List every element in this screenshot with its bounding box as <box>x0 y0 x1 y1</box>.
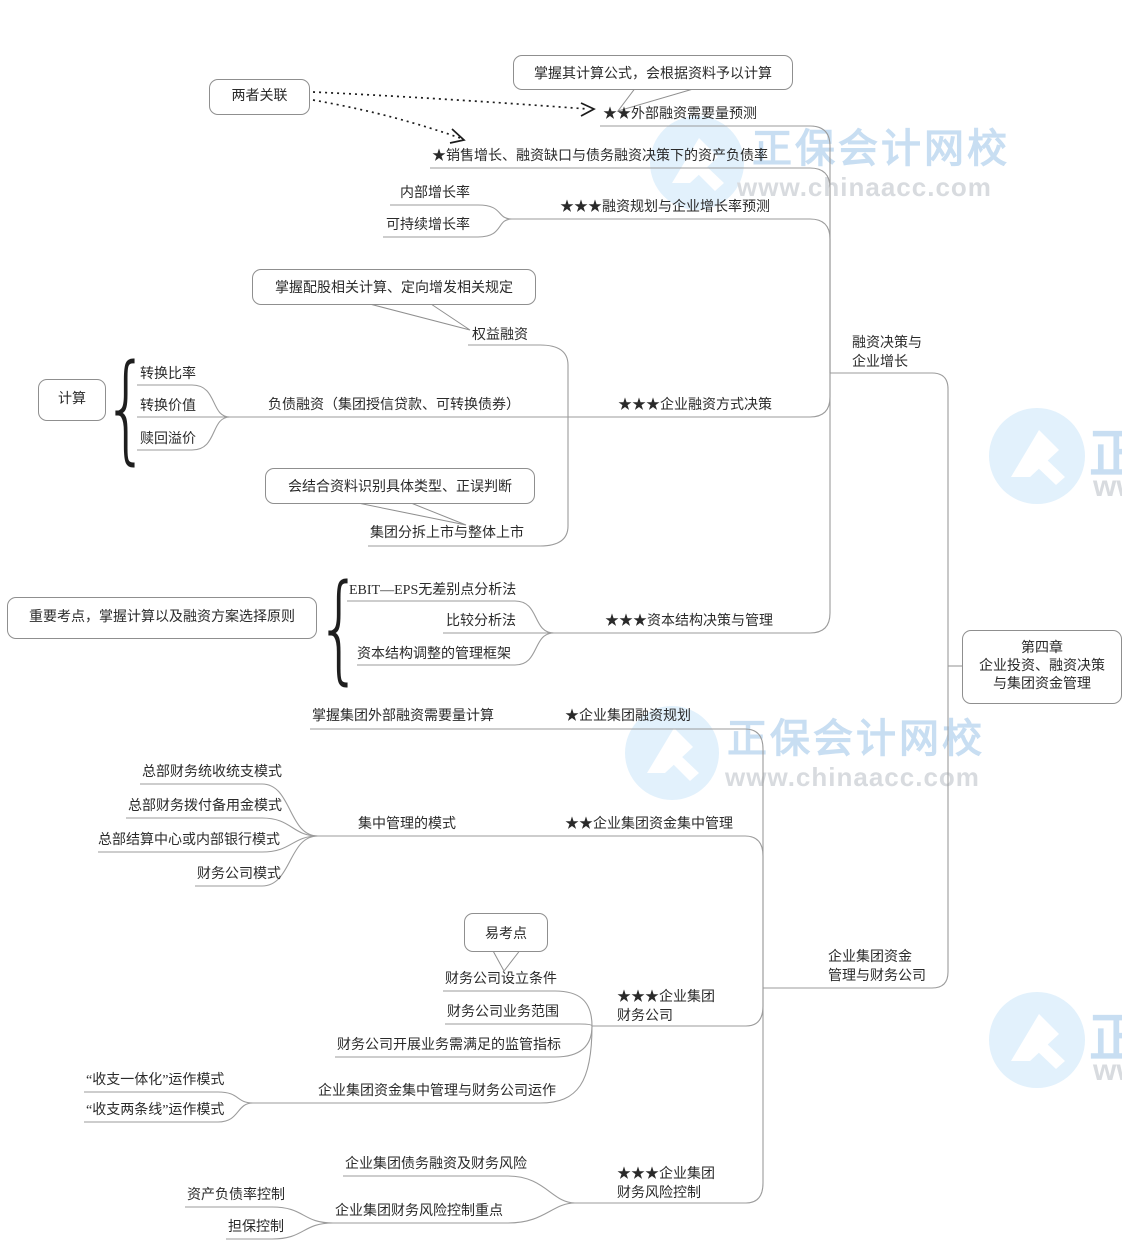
callout-formula[interactable]: 掌握其计算公式，会根据资料予以计算 <box>513 55 793 90</box>
topic-conversion-ratio[interactable]: 转换比率 <box>140 367 196 382</box>
watermark-brand: 正保会计网校 <box>752 127 1010 171</box>
topic-internal-growth-rate[interactable]: 内部增长率 <box>400 186 470 201</box>
root-topic[interactable]: 第四章 企业投资、融资决策 与集团资金管理 <box>962 630 1122 704</box>
topic-mode-finance-company[interactable]: 财务公司模式 <box>197 867 281 882</box>
topic-risk-control-key-points[interactable]: 企业集团财务风险控制重点 <box>335 1204 503 1219</box>
arrowhead-icon <box>449 128 466 144</box>
topic-finco-setup-conditions[interactable]: 财务公司设立条件 <box>445 972 557 987</box>
topic-finco-business-scope[interactable]: 财务公司业务范围 <box>447 1005 559 1020</box>
topic-debt-financing[interactable]: 负债融资（集团授信贷款、可转换债券） <box>268 398 520 413</box>
topic-financing-planning-forecast[interactable]: ★★★融资规划与企业增长率预测 <box>560 200 770 215</box>
watermark-text: 正保会计网校 www.chinaacc.com 正保会计网校 www.china… <box>724 127 1122 1087</box>
topic-fund-mgmt-finco-operation[interactable]: 企业集团资金集中管理与财务公司运作 <box>318 1084 556 1099</box>
topic-group-financing-plan[interactable]: ★企业集团融资规划 <box>565 709 691 724</box>
watermark-brand: 正保会计网校 <box>1089 1010 1122 1068</box>
topic-external-financing-forecast[interactable]: ★★外部融资需要量预测 <box>603 107 757 122</box>
topic-mode-settlement-center[interactable]: 总部结算中心或内部银行模式 <box>98 833 280 848</box>
topic-sustainable-growth-rate[interactable]: 可持续增长率 <box>386 218 470 233</box>
topic-two-line-payment-mode[interactable]: “收支两条线”运作模式 <box>86 1103 225 1118</box>
topic-group-finance-company[interactable]: ★★★企业集团 财务公司 <box>617 990 715 1024</box>
topic-guarantee-control[interactable]: 担保控制 <box>228 1220 284 1235</box>
connector-lines <box>84 125 963 1240</box>
callout-identify[interactable]: 会结合资料识别具体类型、正误判断 <box>265 468 535 504</box>
topic-spinoff-vs-whole-listing[interactable]: 集团分拆上市与整体上市 <box>370 526 524 541</box>
watermark-url: www.chinaacc.com <box>736 172 992 202</box>
topic-group-financial-risk-control[interactable]: ★★★企业集团 财务风险控制 <box>617 1167 715 1201</box>
topic-capital-structure-framework[interactable]: 资本结构调整的管理框架 <box>357 647 511 662</box>
watermark-brand: 正保会计网校 <box>727 717 985 761</box>
topic-debt-ratio-control[interactable]: 资产负债率控制 <box>187 1188 285 1203</box>
topic-equity-financing[interactable]: 权益融资 <box>472 328 528 343</box>
topic-mode-imprest-fund[interactable]: 总部财务拨付备用金模式 <box>128 799 282 814</box>
topic-group-external-financing-calc[interactable]: 掌握集团外部融资需要量计算 <box>312 709 494 724</box>
branch-financing-growth[interactable]: 融资决策与 企业增长 <box>852 336 922 370</box>
left-brace: { <box>316 558 363 696</box>
topic-group-centralized-fund-mgmt[interactable]: ★★企业集团资金集中管理 <box>565 817 733 832</box>
watermark-url: www.chinaacc.com <box>1092 470 1122 503</box>
left-brace: { <box>103 338 150 476</box>
arrowhead-icon <box>580 102 596 117</box>
topic-finco-regulatory-indicators[interactable]: 财务公司开展业务需满足的监管指标 <box>337 1038 561 1053</box>
topic-centralized-mode[interactable]: 集中管理的模式 <box>358 817 456 832</box>
topic-ebit-eps-analysis[interactable]: EBIT—EPS无差别点分析法 <box>349 583 517 598</box>
callout-easy[interactable]: 易考点 <box>464 913 548 952</box>
relation-box[interactable]: 两者关联 <box>209 79 310 115</box>
topic-redemption-premium[interactable]: 赎回溢价 <box>140 432 196 447</box>
topic-sales-growth-ratio[interactable]: ★销售增长、融资缺口与债务融资决策下的资产负债率 <box>432 149 768 164</box>
callout-tails <box>347 86 701 972</box>
calc-box[interactable]: 计算 <box>38 379 106 421</box>
topic-capital-structure-decision[interactable]: ★★★资本结构决策与管理 <box>605 614 773 629</box>
topic-mode-unified-collection[interactable]: 总部财务统收统支模式 <box>142 765 282 780</box>
topic-comparison-analysis[interactable]: 比较分析法 <box>446 614 516 629</box>
topic-group-debt-financing-risk[interactable]: 企业集团债务融资及财务风险 <box>345 1157 527 1172</box>
key-point-box[interactable]: 重要考点，掌握计算以及融资方案选择原则 <box>7 597 317 639</box>
watermark-brand: 正保会计网校 <box>1089 426 1122 484</box>
topic-integrated-payment-mode[interactable]: “收支一体化”运作模式 <box>86 1073 225 1088</box>
branch-group-funds[interactable]: 企业集团资金 管理与财务公司 <box>828 950 926 984</box>
watermark-url: www.chinaacc.com <box>724 762 980 792</box>
watermark-url: www.chinaacc.com <box>1092 1054 1122 1087</box>
topic-conversion-value[interactable]: 转换价值 <box>140 399 196 414</box>
relation-dotted-arrows <box>312 91 596 144</box>
watermark-logo-icon <box>625 116 1085 1088</box>
topic-financing-method-decision[interactable]: ★★★企业融资方式决策 <box>618 398 772 413</box>
callout-rights-issue[interactable]: 掌握配股相关计算、定向增发相关规定 <box>252 269 536 305</box>
